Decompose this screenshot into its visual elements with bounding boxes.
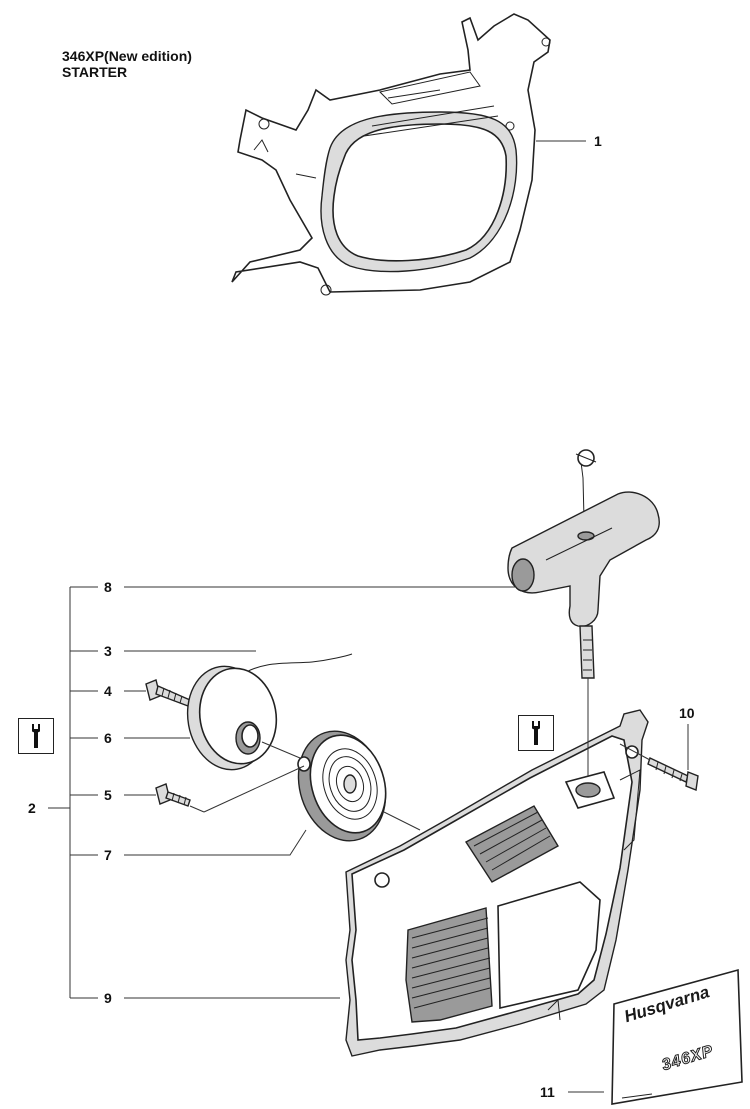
starter-handle [507, 449, 660, 679]
callout-11: 11 [540, 1084, 555, 1100]
callout-4: 4 [104, 683, 112, 699]
screw-part-10 [647, 757, 699, 791]
callout-3: 3 [104, 643, 112, 659]
diagram-section-title: STARTER [62, 64, 128, 80]
callout-1: 1 [594, 133, 602, 149]
callout-7: 7 [104, 847, 112, 863]
screw-part-4 [145, 679, 191, 707]
callout-9: 9 [104, 990, 112, 1006]
starter-housing-frame [231, 13, 551, 296]
screw-part-5 [155, 783, 191, 807]
callout-2: 2 [28, 800, 36, 816]
callout-8: 8 [104, 579, 112, 595]
diagram-model-title: 346XP(New edition) [62, 48, 192, 64]
rope-pulley [186, 653, 353, 771]
starter-cover [345, 709, 649, 1057]
leader-lines [48, 140, 689, 1093]
recoil-spring-cassette [297, 730, 387, 842]
callout-5: 5 [104, 787, 112, 803]
callout-10: 10 [679, 705, 695, 721]
callout-6: 6 [104, 730, 112, 746]
service-tool-icon [18, 718, 54, 754]
decal-part-11 [611, 968, 743, 1105]
service-tool-icon [518, 715, 554, 751]
